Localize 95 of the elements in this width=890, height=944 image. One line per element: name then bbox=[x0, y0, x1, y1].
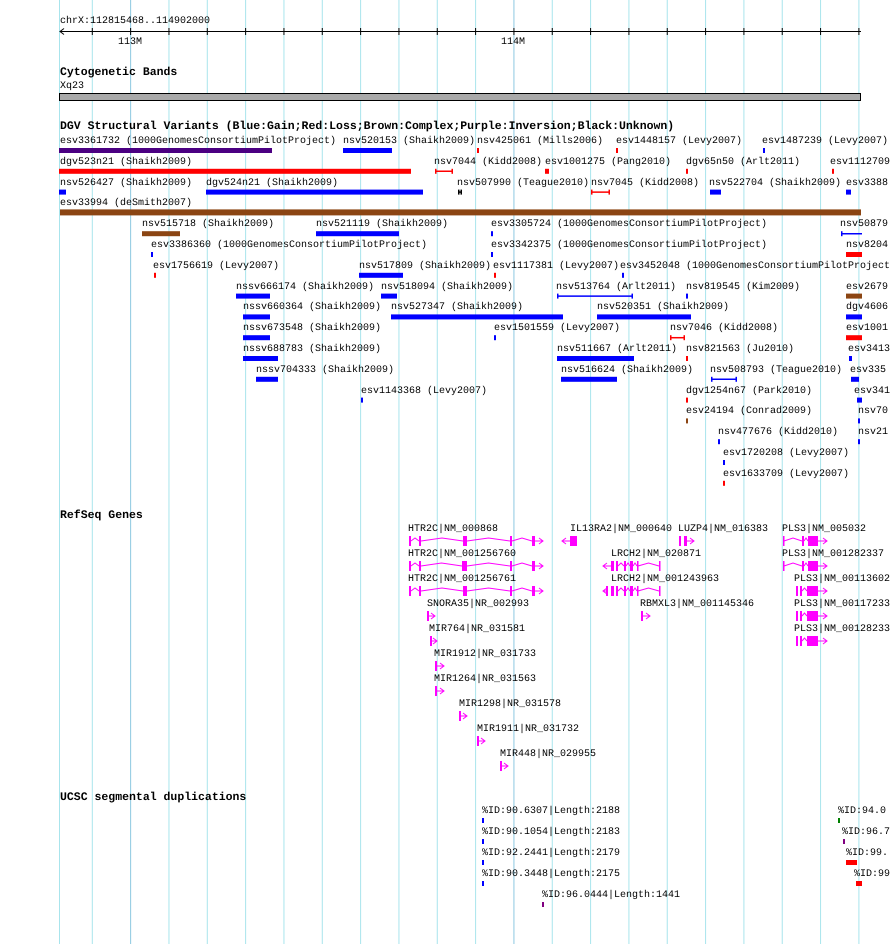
variant-label: nsv821563 (Ju2010) bbox=[686, 344, 794, 355]
gene-label: PLS3|NM_00113602 bbox=[794, 574, 890, 585]
variant-label: nssv673548 (Shaikh2009) bbox=[243, 323, 382, 334]
variant-label: esv1501559 (Levy2007) bbox=[494, 323, 620, 334]
variant-label: dgv1254n67 (Park2010) bbox=[686, 386, 812, 397]
variant-label: nsv477676 (Kidd2010) bbox=[718, 427, 838, 438]
gene-label: MIR448|NR_029955 bbox=[500, 749, 596, 760]
gene-label: MIR1912|NR_031733 bbox=[434, 649, 536, 660]
variant-label: dgv523n21 (Shaikh2009) bbox=[60, 156, 192, 168]
variant-label: esv3452048 (1000GenomesConsortiumPilotProject bbox=[620, 260, 890, 272]
variant-label: nsv8204 bbox=[846, 240, 888, 251]
gene-label: HTR2C|NM_001256760 bbox=[408, 549, 516, 560]
gene-label: MIR1264|NR_031563 bbox=[434, 674, 536, 685]
variant-label: dgv65n50 (Arlt2011) bbox=[686, 156, 800, 168]
variant-label: nssv660364 (Shaikh2009) bbox=[243, 302, 382, 314]
variant-label: esv1001 bbox=[846, 323, 888, 334]
variant-label: nsv70 bbox=[858, 406, 888, 418]
variant-label: nsv50879 bbox=[840, 219, 888, 230]
variant-label: nsv527347 (Shaikh2009) bbox=[391, 302, 524, 314]
variant-label: esv1112709 bbox=[830, 156, 890, 168]
variant-label: nssv704333 (Shaikh2009) bbox=[256, 364, 394, 376]
variant-label: dgv524n21 (Shaikh2009) bbox=[206, 178, 338, 189]
variant-label: esv335 bbox=[850, 364, 886, 376]
variant-label: esv1720208 (Levy2007) bbox=[723, 448, 850, 459]
variant-label: nsv511667 (Arlt2011) bbox=[557, 344, 678, 355]
tick-label: 113M bbox=[118, 37, 142, 48]
variant-label: nsv7045 (Kidd2008) bbox=[591, 178, 700, 189]
duplication-label: %ID:92.2441|Length:2179 bbox=[482, 848, 620, 859]
variant-label: nssv666174 (Shaikh2009) bbox=[236, 282, 374, 293]
variant-label: esv341 bbox=[854, 386, 890, 397]
variant-label: esv1448157 (Levy2007) bbox=[616, 136, 742, 147]
variant-label: esv3342375 (1000GenomesConsortiumPilotProject) bbox=[491, 240, 768, 251]
variant-label: nsv21 bbox=[858, 427, 888, 438]
gene-label: HTR2C|NM_001256761 bbox=[408, 574, 516, 585]
track-title: Cytogenetic Bands bbox=[60, 67, 178, 79]
gene-label: PLS3|NM_00117233 bbox=[794, 599, 890, 610]
duplication-label: %ID:94.0 bbox=[838, 806, 886, 817]
variant-label: nsv515718 (Shaikh2009) bbox=[142, 219, 274, 230]
gene-label: PLS3|NM_005032 bbox=[782, 524, 866, 535]
duplication-label: %ID:99 bbox=[854, 869, 890, 880]
duplication-label: %ID:96.7 bbox=[842, 827, 890, 838]
variant-label: dgv4606 bbox=[846, 302, 888, 314]
track-title: DGV Structural Variants (Blue:Gain;Red:Loss;Brown:Complex;Purple:Inversion;Black:Unknown) bbox=[60, 121, 674, 133]
variant-label: nssv688783 (Shaikh2009) bbox=[243, 344, 382, 355]
gene-label: PLS3|NM_001282337 bbox=[782, 549, 884, 560]
variant-label: nsv520153 (Shaikh2009) bbox=[343, 136, 476, 147]
variant-label: nsv425061 (Mills2006) bbox=[477, 136, 604, 147]
duplication-label: %ID:90.1054|Length:2183 bbox=[482, 827, 620, 838]
variant-label: esv1001275 (Pang2010) bbox=[545, 156, 672, 168]
variant-label: esv3305724 (1000GenomesConsortiumPilotProject) bbox=[491, 219, 768, 230]
gene-label: RBMXL3|NM_001145346 bbox=[640, 599, 754, 610]
variant-label: esv1487239 (Levy2007) bbox=[762, 136, 888, 147]
gene-label: MIR1298|NR_031578 bbox=[459, 699, 562, 710]
duplication-label: %ID:99. bbox=[846, 848, 888, 859]
variant-label: esv1756619 (Levy2007) bbox=[153, 260, 280, 272]
gene-label: LRCH2|NM_020871 bbox=[611, 549, 702, 560]
tick-label: 114M bbox=[501, 37, 526, 48]
track-title: UCSC segmental duplications bbox=[60, 792, 246, 804]
gene-label: MIR1911|NR_031732 bbox=[477, 724, 580, 735]
duplication-label: %ID:90.6307|Length:2188 bbox=[482, 806, 620, 817]
variant-label: esv2679 bbox=[846, 282, 888, 293]
position-label: chrX:112815468..114902000 bbox=[60, 16, 210, 27]
variant-label: nsv819545 (Kim2009) bbox=[686, 282, 800, 293]
duplication-label: %ID:96.0444|Length:1441 bbox=[542, 890, 680, 901]
gene-label: IL13RA2|NM_000640 bbox=[570, 524, 672, 535]
variant-label: nsv526427 (Shaikh2009) bbox=[60, 178, 192, 189]
variant-label: nsv517809 (Shaikh2009) bbox=[359, 260, 492, 272]
variant-label: nsv7044 (Kidd2008) bbox=[434, 156, 542, 168]
variant-label: esv1633709 (Levy2007) bbox=[723, 468, 850, 480]
variant-label: nsv507990 (Teague2010) bbox=[457, 178, 590, 189]
variant-label: esv1143368 (Levy2007) bbox=[361, 386, 488, 397]
variant-label: esv3361732 (1000GenomesConsortiumPilotProject) bbox=[60, 136, 336, 147]
gene-label: LRCH2|NM_001243963 bbox=[611, 574, 720, 585]
variant-label: nsv513764 (Arlt2011) bbox=[556, 282, 676, 293]
track-title: RefSeq Genes bbox=[60, 510, 143, 522]
variant-label: esv24194 (Conrad2009) bbox=[686, 406, 812, 418]
variant-label: nsv521119 (Shaikh2009) bbox=[316, 219, 448, 230]
gene-label: HTR2C|NM_000868 bbox=[408, 524, 498, 535]
variant-label: nsv518094 (Shaikh2009) bbox=[381, 282, 514, 293]
gene-label: SNORA35|NR_002993 bbox=[427, 599, 530, 610]
band-label: Xq23 bbox=[60, 81, 84, 92]
variant-label: esv3388 bbox=[846, 178, 888, 189]
duplication-label: %ID:90.3448|Length:2175 bbox=[482, 869, 620, 880]
variant-label: nsv522704 (Shaikh2009) bbox=[709, 178, 842, 189]
variant-label: esv3386360 (1000GenomesConsortiumPilotProject) bbox=[151, 240, 428, 251]
variant-label: nsv508793 (Teague2010) bbox=[710, 364, 842, 376]
variant-label: esv1117381 (Levy2007) bbox=[493, 260, 620, 272]
variant-label: esv33994 (deSmith2007) bbox=[60, 198, 192, 210]
gene-label: PLS3|NM_00128233 bbox=[794, 624, 890, 635]
variant-label: nsv7046 (Kidd2008) bbox=[670, 323, 778, 334]
gene-label: LUZP4|NM_016383 bbox=[678, 524, 768, 535]
variant-label: esv3413 bbox=[848, 344, 890, 355]
variant-label: nsv516624 (Shaikh2009) bbox=[561, 364, 694, 376]
gene-label: MIR764|NR_031581 bbox=[429, 624, 526, 635]
variant-label: nsv520351 (Shaikh2009) bbox=[597, 302, 730, 314]
